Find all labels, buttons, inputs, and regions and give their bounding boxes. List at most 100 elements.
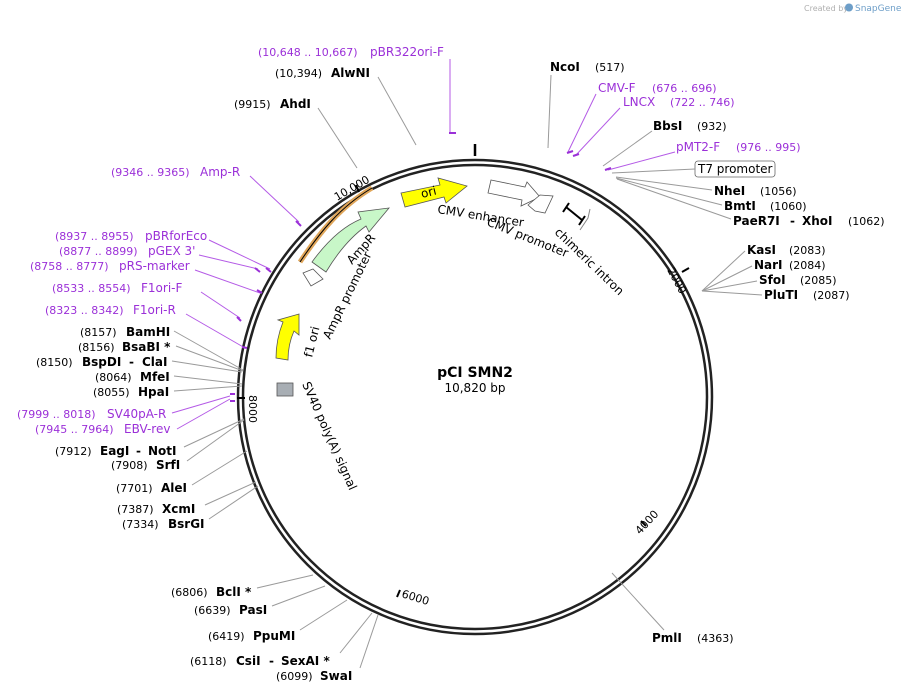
site-nari-leader (701, 265, 753, 292)
site-bsabi-name: BsaBI * (122, 340, 171, 354)
primer-ampr-name: Amp-R (200, 165, 240, 179)
site-xcmi-leader (204, 481, 257, 506)
primer-ebvrev-leader (176, 398, 231, 430)
site-nari-pos: (2084) (789, 259, 826, 272)
site-kasi-leader (701, 250, 746, 292)
feature-ori-label: ori (419, 184, 438, 201)
primer-pgex3-leader (198, 254, 259, 270)
feature-ampr-promoter-arrow[interactable] (302, 268, 324, 287)
site-srfi-pos: (7908) (111, 459, 148, 472)
feature-ori-arrow[interactable] (400, 177, 468, 208)
site-clai-name: ClaI (142, 355, 167, 369)
primer-f1orir-name: F1ori-R (133, 303, 176, 317)
primer-sv40par-pos: (7999 .. 8018) (17, 408, 96, 421)
site-mfei-leader (173, 375, 243, 385)
site-alwni-leader (377, 76, 417, 146)
site-bsabi-leader (175, 345, 244, 372)
site-pmli-name: PmlI (652, 631, 682, 645)
primer-pbrforeco-leader (208, 239, 271, 270)
feature-f1-ori-arrow[interactable] (275, 313, 300, 361)
primer-cmvf-pos: (676 .. 696) (652, 82, 717, 95)
site-paer7i-pos: (1062) (848, 215, 885, 228)
feature-sv40-label: SV40 poly(A) signal (299, 380, 359, 493)
site-swai-name: SwaI (320, 669, 352, 683)
site-alei-pos: (7701) (116, 482, 153, 495)
site-bspdi-pos: (8150) (36, 356, 73, 369)
primer-f1orir-pos: (8323 .. 8342) (45, 304, 124, 317)
primer-pbr322ori-pos: (10,648 .. 10,667) (258, 46, 358, 59)
site-pasi-pos: (6639) (194, 604, 231, 617)
site-kasi-name: KasI (747, 243, 776, 257)
site-mfei-pos: (8064) (95, 371, 132, 384)
feature-chimeric-intron-leader (579, 208, 591, 231)
tick-label-4000: 4000 (633, 508, 662, 537)
feature-cmv-enhancer-arrow[interactable] (487, 179, 541, 207)
site-xcmi-pos: (7387) (117, 503, 154, 516)
primer-f1orir-leader (185, 313, 246, 349)
site-hpai-pos: (8055) (93, 386, 130, 399)
site-nhei-leader (615, 176, 713, 191)
primer-f1orif-leader (200, 291, 241, 319)
plasmid-length: 10,820 bp (444, 381, 505, 395)
site-mfei-name: MfeI (140, 370, 170, 384)
primer-lncx-pos: (722 .. 746) (670, 96, 735, 109)
site-bspdi-leader (171, 360, 243, 373)
primer-ebvrev-pos: (7945 .. 7964) (35, 423, 114, 436)
site-ppumi-leader (299, 599, 348, 631)
site-bbsi-pos: (932) (697, 120, 727, 133)
primer-pgex3-name: pGEX 3' (148, 244, 195, 258)
tick-mark-10000 (355, 184, 360, 193)
site-csii-sep: - (269, 654, 274, 668)
site-bbsi-leader (602, 130, 653, 167)
feature-chimeric-intron-bar[interactable] (565, 206, 583, 221)
site-bsrgi-leader (208, 485, 259, 520)
site-bmti-leader (615, 177, 723, 206)
site-csii-name: CsiI (236, 654, 261, 668)
primer-f1orif-name: F1ori-F (141, 281, 182, 295)
primer-prsmarker-pos: (8758 .. 8777) (30, 260, 109, 273)
primer-sv40par-leader (171, 395, 231, 414)
primer-ebvrev-name: EBV-rev (124, 422, 170, 436)
tick-mark-4000 (640, 520, 647, 527)
site-pluti-pos: (2087) (813, 289, 850, 302)
feature-t7-leader (611, 168, 696, 174)
site-pmli-pos: (4363) (697, 632, 734, 645)
site-ppumi-pos: (6419) (208, 630, 245, 643)
feature-chimeric-intron-cap-right (578, 215, 586, 226)
site-sfoi-name: SfoI (759, 273, 786, 287)
tick-label-6000: 6000 (400, 587, 431, 608)
site-bsrgi-pos: (7334) (122, 518, 159, 531)
primer-f1orif-pos: (8533 .. 8554) (52, 282, 131, 295)
site-xhoi-name: XhoI (802, 214, 833, 228)
site-kasi-pos: (2083) (789, 244, 826, 257)
feature-t7-label: T7 promoter (697, 162, 773, 176)
tick-mark-6000 (396, 589, 401, 598)
primer-f1orif-mark (236, 316, 242, 322)
primer-lncx-mark (572, 153, 580, 157)
feature-ampr-arrow[interactable] (311, 207, 390, 273)
site-ncoi-name: NcoI (550, 60, 580, 74)
site-srfi-leader (186, 419, 245, 462)
feature-sv40-box[interactable] (276, 382, 294, 397)
primer-prsmarker-leader (194, 269, 261, 294)
primer-prsmarker-mark (256, 289, 263, 294)
primer-pmt2f-pos: (976 .. 995) (736, 141, 801, 154)
site-alwni-pos: (10,394) (275, 67, 322, 80)
site-paer7i-leader (616, 178, 732, 220)
site-bbsi-name: BbsI (653, 119, 682, 133)
site-bspdi-sep: - (129, 355, 134, 369)
site-pluti-name: PluTI (764, 288, 798, 302)
site-swai-pos: (6099) (276, 670, 313, 683)
primer-pmt2f-mark (604, 167, 612, 171)
site-pluti-leader (701, 290, 763, 296)
site-alei-leader (191, 450, 248, 486)
feature-cmv-promoter-arrow[interactable] (527, 194, 554, 214)
feature-chimeric-intron-label: chimeric intron (552, 225, 627, 298)
primer-lncx-name: LNCX (623, 95, 655, 109)
site-eagi-sep: - (136, 444, 141, 458)
site-pmli-leader (611, 572, 665, 631)
site-bcli-leader (256, 574, 314, 589)
site-paer7i-name: PaeR7I (733, 214, 780, 228)
site-bcli-pos: (6806) (171, 586, 208, 599)
